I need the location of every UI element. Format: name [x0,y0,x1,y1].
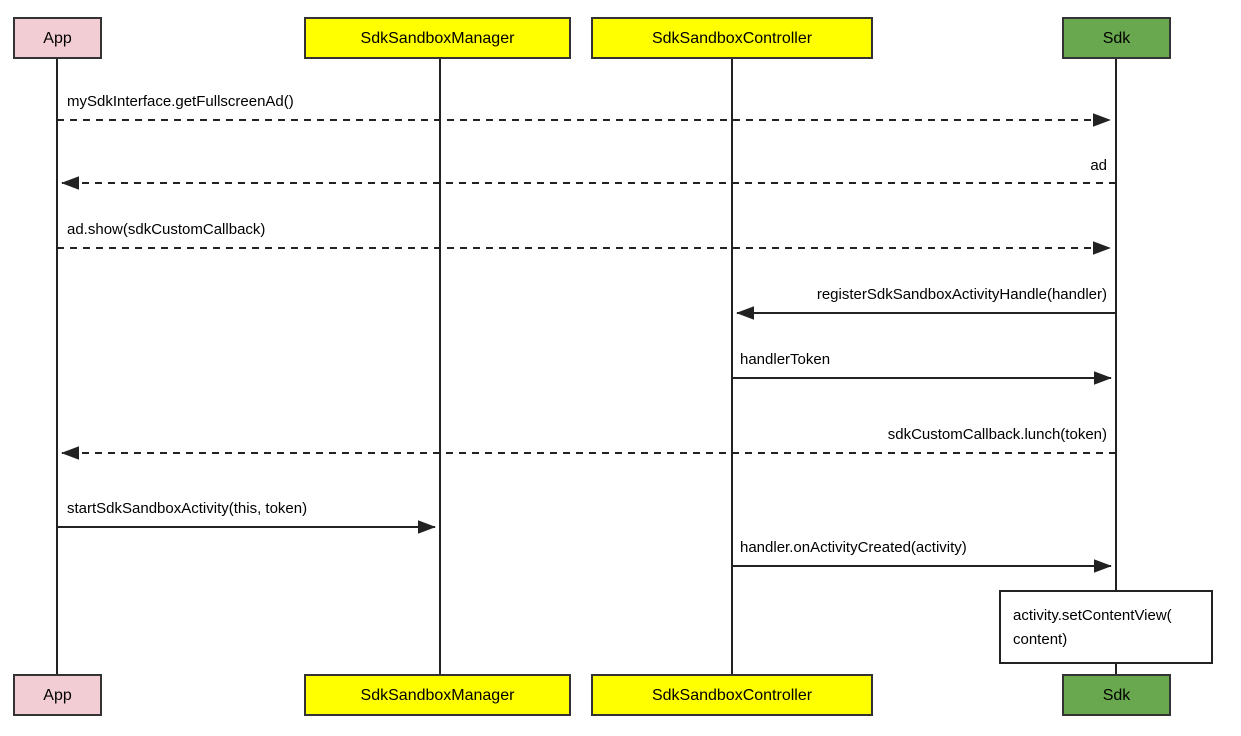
message-start-sdk-sandbox-activity: startSdkSandboxActivity(this, token) [57,500,436,534]
note-activity-set-content-view: activity.setContentView( content) [999,590,1213,664]
message-ad: ad [61,157,1116,190]
participant-box-bottom-sdk[interactable] [1062,674,1171,716]
participant-footer-app[interactable]: App [13,674,102,716]
participant-box-bottom-app[interactable] [13,674,102,716]
participant-label-sdk-sandbox-manager: SdkSandboxManager [361,30,516,47]
message-handler-token: handlerToken [732,351,1112,385]
message-label-8: handler.onActivityCreated(activity) [740,539,967,556]
participant-label-bottom-sdk: Sdk [1103,687,1132,704]
participant-label-bottom-sdk-sandbox-controller: SdkSandboxController [652,687,813,704]
participant-box-sdk-sandbox-manager[interactable] [304,17,571,59]
message-label-4: registerSdkSandboxActivityHandle(handler… [817,286,1107,303]
message-label-7: startSdkSandboxActivity(this, token) [67,500,307,517]
participant-label-bottom-sdk-sandbox-manager: SdkSandboxManager [361,687,516,704]
participant-label-app: App [43,30,72,47]
message-label-3: ad.show(sdkCustomCallback) [67,221,265,238]
participant-header-sdk-sandbox-controller[interactable]: SdkSandboxController [591,17,873,59]
participant-header-sdk-sandbox-manager[interactable]: SdkSandboxManager [304,17,571,59]
participant-header-sdk[interactable]: Sdk [1062,17,1171,59]
participant-box-sdk[interactable] [1062,17,1171,59]
message-my-sdk-interface-get-fullscreen-ad: mySdkInterface.getFullscreenAd() [57,93,1111,127]
message-ad-show-sdk-custom-callback: ad.show(sdkCustomCallback) [57,221,1111,255]
note-line-2: content) [1013,631,1067,648]
note-line-1: activity.setContentView( [1013,607,1172,624]
message-handler-on-activity-created: handler.onActivityCreated(activity) [732,539,1112,573]
participant-label-sdk: Sdk [1103,30,1132,47]
message-label-1: mySdkInterface.getFullscreenAd() [67,93,294,110]
participant-footer-sdk[interactable]: Sdk [1062,674,1171,716]
participant-footer-sdk-sandbox-controller[interactable]: SdkSandboxController [591,674,873,716]
participant-box-sdk-sandbox-controller[interactable] [591,17,873,59]
participant-footer-sdk-sandbox-manager[interactable]: SdkSandboxManager [304,674,571,716]
message-register-sdk-sandbox-activity-handle: registerSdkSandboxActivityHandle(handler… [736,286,1116,320]
message-label-6: sdkCustomCallback.lunch(token) [888,426,1107,443]
participant-header-app[interactable]: App [13,17,102,59]
message-sdk-custom-callback-lunch: sdkCustomCallback.lunch(token) [61,426,1116,460]
participant-box-bottom-sdk-sandbox-controller[interactable] [591,674,873,716]
participant-label-bottom-app: App [43,687,72,704]
participant-label-sdk-sandbox-controller: SdkSandboxController [652,30,813,47]
participant-box-bottom-sdk-sandbox-manager[interactable] [304,674,571,716]
message-label-2: ad [1090,157,1107,174]
message-label-5: handlerToken [740,351,830,368]
participant-box-app[interactable] [13,17,102,59]
lifelines-group [56,58,1117,675]
note-box-rect [999,590,1213,664]
